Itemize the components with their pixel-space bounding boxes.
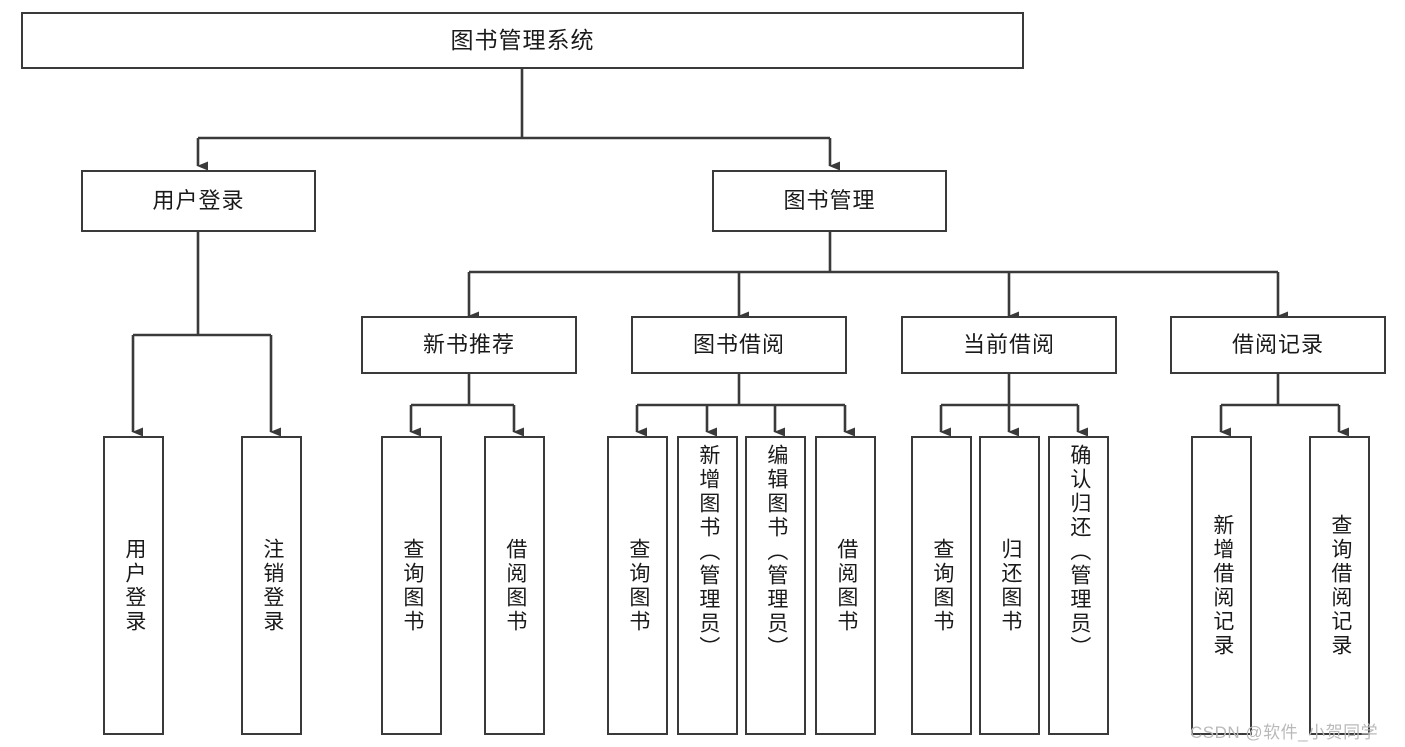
- node-leaf-return-book-label: 归还图书: [998, 537, 1022, 634]
- node-leaf-return-book[interactable]: 归还图书: [979, 436, 1040, 735]
- node-borrow-record-label: 借阅记录: [1231, 332, 1324, 358]
- node-leaf-query-book-3-label: 查询图书: [930, 537, 954, 634]
- node-leaf-user-login[interactable]: 用户登录: [103, 436, 164, 735]
- node-leaf-query-record-label: 查询借阅记录: [1328, 513, 1352, 658]
- node-borrow-record[interactable]: 借阅记录: [1170, 316, 1386, 374]
- node-leaf-user-logout[interactable]: 注销登录: [241, 436, 302, 735]
- node-current-borrow[interactable]: 当前借阅: [901, 316, 1117, 374]
- node-leaf-query-book-1[interactable]: 查询图书: [381, 436, 442, 735]
- node-user-login[interactable]: 用户登录: [81, 170, 316, 232]
- node-leaf-borrow-book-1-label: 借阅图书: [503, 537, 527, 634]
- node-leaf-query-record[interactable]: 查询借阅记录: [1309, 436, 1370, 735]
- node-leaf-edit-book-label: 编辑图书（管理员）: [764, 444, 788, 660]
- node-user-login-label: 用户登录: [152, 188, 245, 214]
- node-current-borrow-label: 当前借阅: [962, 332, 1055, 358]
- node-new-book-recommend[interactable]: 新书推荐: [361, 316, 577, 374]
- node-leaf-confirm-return[interactable]: 确认归还（管理员）: [1048, 436, 1109, 735]
- node-root[interactable]: 图书管理系统: [21, 12, 1024, 69]
- node-root-label: 图书管理系统: [450, 26, 595, 53]
- node-leaf-user-logout-label: 注销登录: [260, 537, 284, 634]
- node-leaf-user-login-label: 用户登录: [122, 537, 146, 634]
- node-leaf-add-record-label: 新增借阅记录: [1210, 513, 1234, 658]
- node-leaf-query-book-2[interactable]: 查询图书: [607, 436, 668, 735]
- node-leaf-borrow-book-1[interactable]: 借阅图书: [484, 436, 545, 735]
- node-leaf-query-book-3[interactable]: 查询图书: [911, 436, 972, 735]
- node-leaf-edit-book[interactable]: 编辑图书（管理员）: [745, 436, 806, 735]
- node-leaf-confirm-return-label: 确认归还（管理员）: [1067, 444, 1091, 660]
- node-book-borrow-label: 图书借阅: [692, 332, 785, 358]
- node-leaf-add-book-label: 新增图书（管理员）: [696, 444, 720, 660]
- node-leaf-borrow-book-2-label: 借阅图书: [834, 537, 858, 634]
- node-book-management[interactable]: 图书管理: [712, 170, 947, 232]
- node-leaf-query-book-2-label: 查询图书: [626, 537, 650, 634]
- node-book-management-label: 图书管理: [783, 188, 876, 214]
- node-new-book-recommend-label: 新书推荐: [422, 332, 515, 358]
- node-leaf-query-book-1-label: 查询图书: [400, 537, 424, 634]
- watermark-text: CSDN @软件_小贺同学: [1190, 723, 1379, 742]
- node-leaf-add-book[interactable]: 新增图书（管理员）: [677, 436, 738, 735]
- node-book-borrow[interactable]: 图书借阅: [631, 316, 847, 374]
- node-leaf-add-record[interactable]: 新增借阅记录: [1191, 436, 1252, 735]
- node-leaf-borrow-book-2[interactable]: 借阅图书: [815, 436, 876, 735]
